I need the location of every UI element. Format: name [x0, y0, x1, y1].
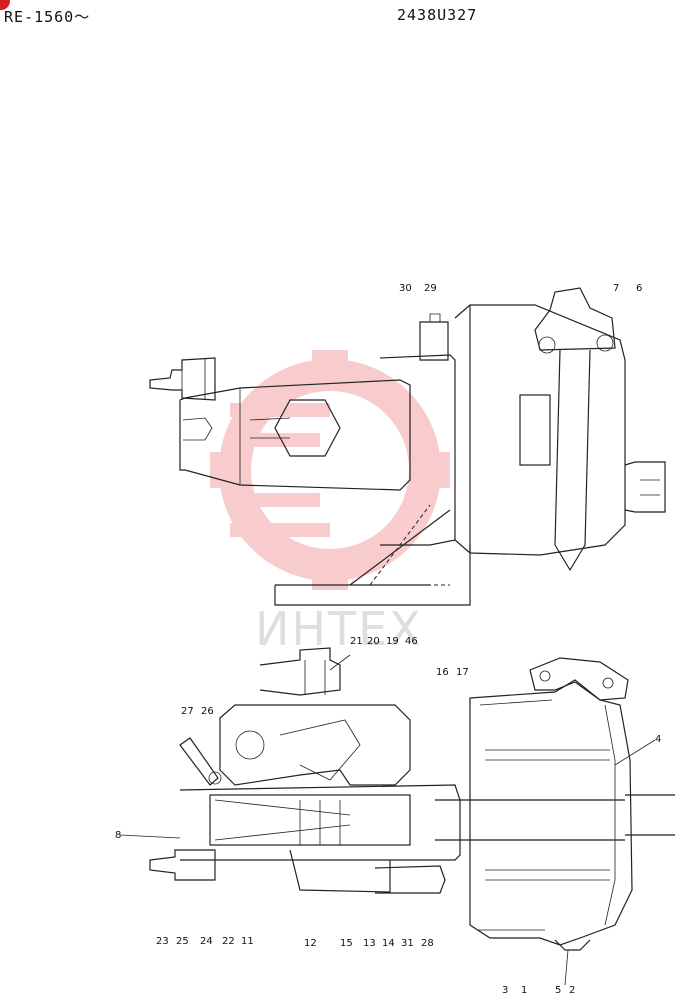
- callout-14: 14: [382, 938, 395, 949]
- callout-28: 28: [421, 938, 434, 949]
- callout-46: 46: [405, 636, 418, 647]
- callout-6: 6: [636, 283, 643, 294]
- top-view-assembly: [149, 287, 666, 606]
- callout-29: 29: [424, 283, 437, 294]
- callout-15: 15: [340, 938, 353, 949]
- callout-8: 8: [115, 830, 122, 841]
- callout-23: 23: [156, 936, 169, 947]
- callout-11: 11: [241, 936, 254, 947]
- callout-26: 26: [201, 706, 214, 717]
- callout-20: 20: [367, 636, 380, 647]
- part-number-right: 2438U327: [397, 6, 478, 24]
- callout-31: 31: [401, 938, 414, 949]
- callout-19: 19: [386, 636, 399, 647]
- callout-30: 30: [399, 283, 412, 294]
- callout-13: 13: [363, 938, 376, 949]
- watermark-gear-logo: [210, 350, 450, 590]
- model-code-left: RE-1560〜: [4, 8, 91, 26]
- callout-3: 3: [502, 985, 509, 996]
- callout-12: 12: [304, 938, 317, 949]
- callout-27: 27: [181, 706, 194, 717]
- callout-7: 7: [613, 283, 620, 294]
- callout-21: 21: [350, 636, 363, 647]
- bottom-view-assembly: [119, 647, 675, 986]
- callout-25: 25: [176, 936, 189, 947]
- corner-red-mark: [0, 0, 10, 10]
- watermark-text: ИНТЕХ: [255, 602, 423, 656]
- callout-22: 22: [222, 936, 235, 947]
- callout-5: 5: [555, 985, 562, 996]
- callout-2: 2: [569, 985, 576, 996]
- callout-16: 16: [436, 667, 449, 678]
- callout-17: 17: [456, 667, 469, 678]
- callout-1: 1: [521, 985, 528, 996]
- callout-4: 4: [655, 734, 662, 745]
- callout-24: 24: [200, 936, 213, 947]
